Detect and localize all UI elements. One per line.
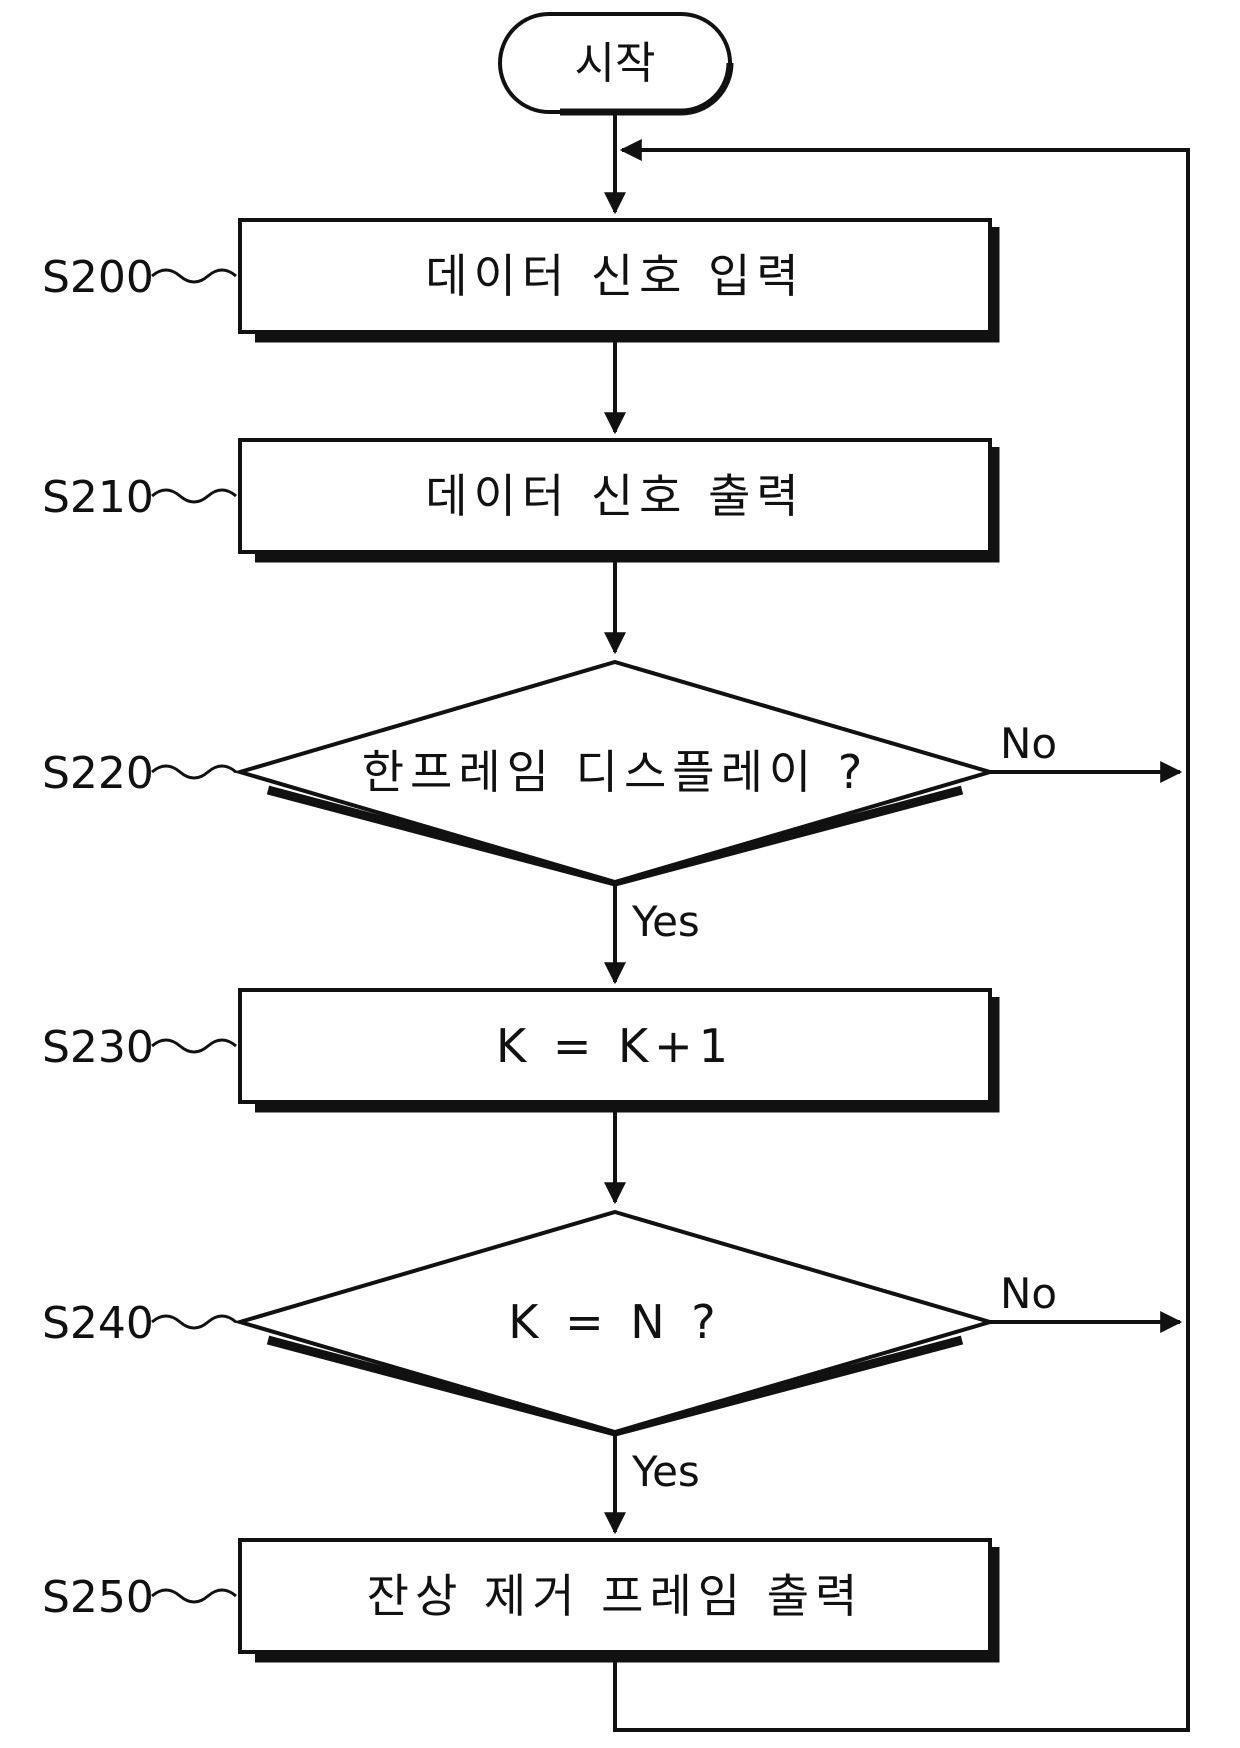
s250-text: 잔상 제거 프레임 출력 xyxy=(367,1569,864,1623)
s240-label: S240 xyxy=(42,1298,154,1349)
s220-no-label: No xyxy=(1000,719,1057,768)
s200-label: S200 xyxy=(42,252,154,303)
step-s230: K = K+1 xyxy=(240,990,995,1108)
s230-label: S230 xyxy=(42,1022,154,1073)
s220-text: 한프레임 디스플레이 ? xyxy=(362,745,869,799)
step-s210: 데이터 신호 출력 xyxy=(240,440,995,558)
s220-yes-label: Yes xyxy=(631,897,700,946)
connectors xyxy=(615,112,1188,1730)
start-label: 시작 xyxy=(575,38,656,89)
step-s220: 한프레임 디스플레이 ? xyxy=(240,662,990,882)
s220-label: S220 xyxy=(42,748,154,799)
s210-text: 데이터 신호 출력 xyxy=(425,469,804,523)
step-s200: 데이터 신호 입력 xyxy=(240,220,995,338)
s240-text: K = N ? xyxy=(508,1295,721,1349)
s200-text: 데이터 신호 입력 xyxy=(425,249,804,303)
loop-back-line xyxy=(615,150,1188,1730)
s210-label: S210 xyxy=(42,472,154,523)
s240-no-label: No xyxy=(1000,1269,1057,1318)
s230-text: K = K+1 xyxy=(496,1019,734,1073)
start-terminal: 시작 xyxy=(500,14,730,112)
step-s240: K = N ? xyxy=(240,1212,990,1432)
step-s250: 잔상 제거 프레임 출력 xyxy=(240,1540,995,1658)
s250-label: S250 xyxy=(42,1572,154,1623)
s240-yes-label: Yes xyxy=(631,1447,700,1496)
step-labels: S200 S210 S220 S230 S240 S250 xyxy=(42,252,236,1623)
